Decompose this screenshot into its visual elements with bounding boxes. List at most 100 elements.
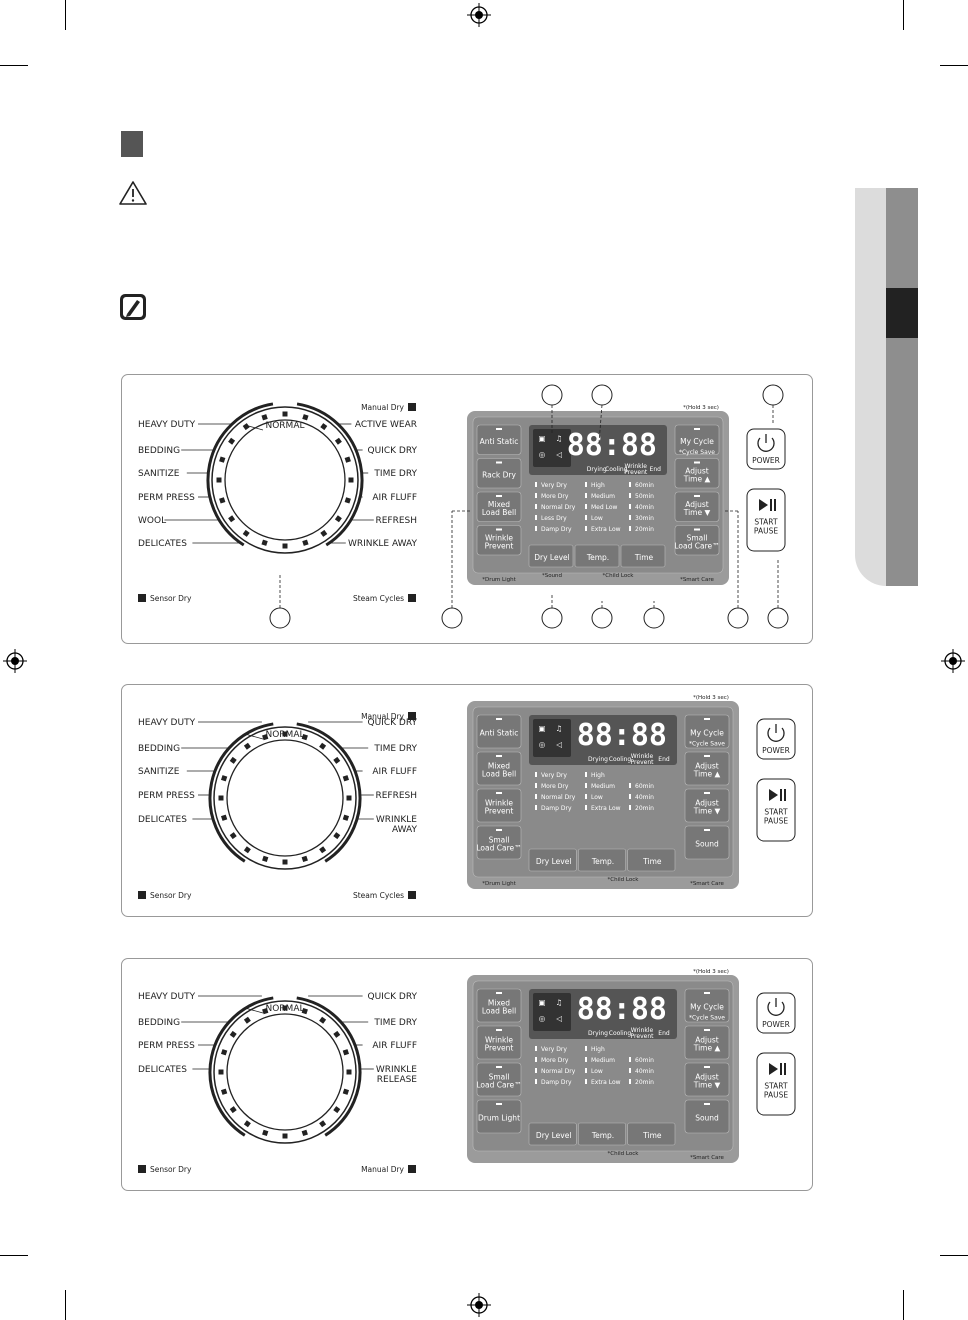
button-dry-level[interactable] — [528, 1122, 577, 1146]
time-20min[interactable]: 20min — [635, 1079, 654, 1086]
button-sound[interactable] — [684, 1099, 730, 1134]
button-label-mixed-load-bell[interactable]: Load Bell — [482, 508, 516, 517]
dry-level-more-dry[interactable]: More Dry — [541, 493, 569, 500]
power-button[interactable] — [746, 428, 786, 470]
dry-level-damp-dry[interactable]: Damp Dry — [541, 805, 572, 812]
temp-high[interactable]: High — [591, 1046, 605, 1053]
button-small-load-care[interactable] — [476, 1062, 522, 1097]
temp-low[interactable]: Low — [591, 515, 603, 522]
button-label-adjust-time[interactable]: Adjust — [695, 799, 719, 808]
button-temp[interactable] — [574, 544, 620, 568]
button-time[interactable] — [620, 544, 666, 568]
button-label-sound[interactable]: Sound — [695, 1114, 719, 1123]
button-label-time[interactable]: Time — [634, 553, 654, 562]
button-label-sound[interactable]: Sound — [695, 840, 719, 849]
dial-label-sanitize[interactable]: SANITIZE — [138, 469, 180, 479]
button-label-adjust-time[interactable]: Time ▲ — [693, 1044, 721, 1053]
dial-label-wool[interactable]: WOOL — [138, 516, 166, 526]
start-pause-label[interactable]: PAUSE — [764, 817, 788, 826]
button-temp[interactable] — [578, 848, 626, 872]
time-60min[interactable]: 60min — [635, 783, 654, 790]
button-label-mixed-load-bell[interactable]: Load Bell — [482, 1007, 516, 1016]
dial-label-refresh[interactable]: REFRESH — [375, 516, 417, 526]
button-label-mixed-load-bell[interactable]: Mixed — [488, 762, 510, 771]
button-label-adjust-time[interactable]: Adjust — [695, 762, 719, 771]
dial-label-quick-dry[interactable]: QUICK DRY — [368, 992, 418, 1002]
button-label-time[interactable]: Time — [642, 1131, 662, 1140]
button-adjust-time[interactable] — [684, 788, 730, 823]
temp-high[interactable]: High — [591, 772, 605, 779]
dry-level-normal-dry[interactable]: Normal Dry — [541, 1068, 576, 1075]
button-label-temp[interactable]: Temp. — [591, 1131, 614, 1140]
button-dry-level[interactable] — [528, 848, 577, 872]
dry-level-normal-dry[interactable]: Normal Dry — [541, 504, 576, 511]
dry-level-normal-dry[interactable]: Normal Dry — [541, 794, 576, 801]
dial-label-time-dry[interactable]: TIME DRY — [373, 1018, 417, 1028]
button-dry-level[interactable] — [528, 544, 574, 568]
button-my-cycle[interactable] — [684, 988, 730, 1023]
button-time[interactable] — [627, 1122, 676, 1146]
dial-label-wrinkle-away[interactable]: AWAY — [392, 825, 418, 835]
button-small-load-care[interactable] — [476, 825, 522, 860]
dial-label-perm-press[interactable]: PERM PRESS — [138, 791, 195, 801]
start-pause-label[interactable]: START — [764, 1082, 788, 1091]
start-pause-label[interactable]: PAUSE — [754, 527, 778, 536]
button-label-my-cycle[interactable]: My Cycle — [690, 1003, 724, 1012]
time-20min[interactable]: 20min — [635, 526, 654, 533]
dry-level-damp-dry[interactable]: Damp Dry — [541, 1079, 572, 1086]
button-label-drum-light[interactable]: Drum Light — [478, 1114, 520, 1123]
start-pause-label[interactable]: START — [754, 518, 778, 527]
power-button[interactable] — [756, 992, 796, 1034]
button-label-temp[interactable]: Temp. — [591, 857, 614, 866]
button-rack-dry[interactable] — [476, 458, 522, 489]
button-adjust-time[interactable] — [674, 458, 720, 489]
power-label[interactable]: POWER — [752, 456, 780, 465]
temp-medium[interactable]: Medium — [591, 783, 615, 790]
button-label-my-cycle[interactable]: My Cycle — [680, 437, 714, 446]
button-label-adjust-time[interactable]: Adjust — [695, 1036, 719, 1045]
dial-label-wrinkle-release[interactable]: WRINKLE — [376, 1065, 417, 1075]
button-label-small-load-care[interactable]: Small — [687, 533, 708, 542]
button-label-dry-level[interactable]: Dry Level — [536, 1131, 571, 1140]
button-label-adjust-time[interactable]: Time ▲ — [693, 770, 721, 779]
dry-level-very-dry[interactable]: Very Dry — [541, 1046, 567, 1053]
button-adjust-time[interactable] — [684, 1025, 730, 1060]
cycle-dial[interactable] — [224, 419, 346, 541]
time-40min[interactable]: 40min — [635, 794, 654, 801]
power-button[interactable] — [756, 718, 796, 760]
button-time[interactable] — [627, 848, 676, 872]
time-60min[interactable]: 60min — [635, 482, 654, 489]
button-adjust-time[interactable] — [674, 491, 720, 522]
button-label-temp[interactable]: Temp. — [586, 553, 609, 562]
dial-label-sanitize[interactable]: SANITIZE — [138, 767, 180, 777]
button-anti-static[interactable] — [476, 714, 522, 749]
button-label-rack-dry[interactable]: Rack Dry — [482, 470, 516, 479]
temp-extra-low[interactable]: Extra Low — [591, 1079, 621, 1086]
button-adjust-time[interactable] — [684, 1062, 730, 1097]
dial-label-heavy-duty[interactable]: HEAVY DUTY — [138, 718, 196, 728]
button-label-wrinkle-prevent[interactable]: Wrinkle — [485, 533, 513, 542]
button-label-anti-static[interactable]: Anti Static — [480, 437, 519, 446]
dial-label-bedding[interactable]: BEDDING — [138, 446, 180, 456]
button-label-mixed-load-bell[interactable]: Mixed — [488, 999, 510, 1008]
button-my-cycle[interactable] — [684, 714, 730, 749]
dial-label-quick-dry[interactable]: QUICK DRY — [368, 446, 418, 456]
dial-label-perm-press[interactable]: PERM PRESS — [138, 493, 195, 503]
button-wrinkle-prevent[interactable] — [476, 1025, 522, 1060]
button-label-mixed-load-bell[interactable]: Load Bell — [482, 770, 516, 779]
temp-high[interactable]: High — [591, 482, 605, 489]
button-sound[interactable] — [684, 825, 730, 860]
dial-label-delicates[interactable]: DELICATES — [138, 1065, 187, 1075]
button-label-wrinkle-prevent[interactable]: Prevent — [485, 541, 514, 550]
dial-label-heavy-duty[interactable]: HEAVY DUTY — [138, 420, 196, 430]
button-label-wrinkle-prevent[interactable]: Wrinkle — [485, 799, 513, 808]
dial-label-active-wear[interactable]: ACTIVE WEAR — [355, 420, 417, 430]
time-50min[interactable]: 50min — [635, 493, 654, 500]
button-label-small-load-care[interactable]: Load Care™ — [476, 844, 521, 853]
button-mixed-load-bell[interactable] — [476, 491, 522, 522]
temp-low[interactable]: Low — [591, 794, 603, 801]
time-40min[interactable]: 40min — [635, 1068, 654, 1075]
button-anti-static[interactable] — [476, 424, 522, 455]
dial-label-air-fluff[interactable]: AIR FLUFF — [372, 493, 417, 503]
button-label-small-load-care[interactable]: Small — [489, 836, 510, 845]
